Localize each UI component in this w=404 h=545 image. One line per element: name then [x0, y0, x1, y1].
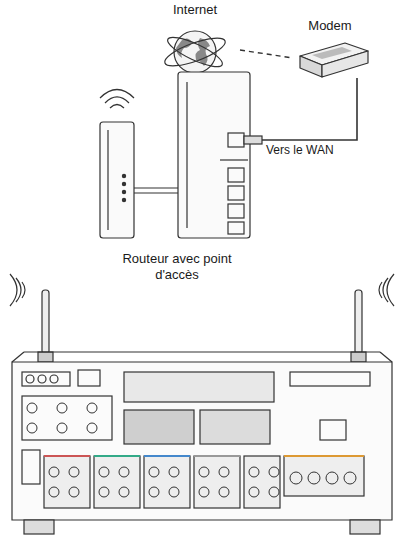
terminal [249, 467, 259, 477]
port-label: Vers le WAN [266, 143, 334, 158]
rca-jack [87, 403, 97, 413]
rca-jack [57, 423, 67, 433]
terminal [169, 487, 179, 497]
terminal [99, 467, 109, 477]
terminal [49, 467, 59, 477]
terminal [119, 467, 129, 477]
terminal [99, 487, 109, 497]
terminal [199, 467, 209, 477]
rca-jack [326, 472, 338, 484]
access-point-icon [100, 90, 178, 239]
terminal [49, 487, 59, 497]
router-node: Routeur avec point d'accès [92, 68, 262, 283]
rca-jack [27, 403, 37, 413]
wan-cable [262, 78, 357, 140]
terminal [69, 467, 79, 477]
rca-jack [27, 423, 37, 433]
node-label: Modem [308, 18, 351, 34]
internet-node: Internet [150, 2, 240, 80]
terminal [149, 467, 159, 477]
terminal [269, 487, 279, 497]
terminal [249, 487, 259, 497]
terminal [149, 487, 159, 497]
rca-jacks [27, 403, 356, 484]
internet-link [240, 50, 293, 58]
terminal [269, 467, 279, 477]
rca-jack [308, 472, 320, 484]
terminal [199, 487, 209, 497]
rca-jack [57, 403, 67, 413]
terminal [219, 487, 229, 497]
modem-icon [300, 43, 368, 77]
terminal [169, 467, 179, 477]
speaker-terminals [49, 467, 279, 497]
rca-jack [290, 472, 302, 484]
terminal [119, 487, 129, 497]
rca-jack [87, 423, 97, 433]
node-label: Internet [173, 2, 217, 18]
modem-node: Modem [285, 18, 375, 88]
terminal [219, 467, 229, 477]
globe-icon [162, 31, 228, 73]
rca-jack [344, 472, 356, 484]
router-icon [178, 72, 262, 238]
terminal [69, 487, 79, 497]
node-label: Routeur avec point d'accès [102, 251, 252, 283]
av-receiver-illustration [10, 274, 394, 534]
